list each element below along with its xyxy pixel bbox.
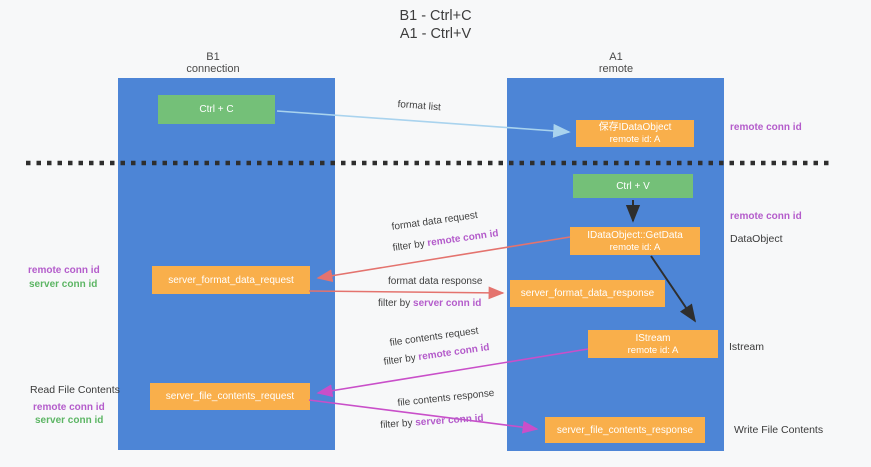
box-ctrl-v: Ctrl + V (573, 174, 693, 198)
title-line-2: A1 - Ctrl+V (399, 26, 472, 42)
label-server-conn-id-left-1: server conn id (29, 279, 98, 290)
box-server-file-contents-response: server_file_contents_response (545, 417, 705, 443)
label-dataobject: DataObject (730, 233, 783, 245)
label-format-data-response: format data response (388, 276, 483, 287)
box-idataobject-getdata: IDataObject::GetData remote id: A (570, 227, 700, 255)
label-format-list: format list (397, 99, 442, 114)
box-ctrl-c: Ctrl + C (158, 95, 275, 124)
label-remote-conn-id-right-1: remote conn id (730, 122, 802, 133)
arrow-format-data-response (308, 286, 505, 300)
column-header-b1: B1 connection (153, 51, 273, 75)
column-a1-name: A1 (609, 51, 623, 63)
box-getdata-line2: remote id: A (609, 241, 661, 253)
box-getdata-line1: IDataObject::GetData (587, 229, 683, 241)
label-read-file-contents: Read File Contents (30, 384, 120, 396)
box-istream: IStream remote id: A (588, 330, 718, 358)
label-filter-server-conn-id-1: filter by server conn id (378, 298, 482, 309)
box-server-file-contents-response-label: server_file_contents_response (556, 424, 694, 436)
box-server-format-data-request: server_format_data_request (152, 266, 310, 294)
box-save-idataobject-line2: remote id: A (609, 134, 661, 145)
label-remote-conn-id-right-2: remote conn id (730, 211, 802, 222)
label-server-conn-id-left-2: server conn id (35, 415, 104, 426)
title-line-1: B1 - Ctrl+C (399, 8, 472, 24)
diagram-title: B1 - Ctrl+C A1 - Ctrl+V (0, 7, 871, 43)
label-remote-conn-id-left-1: remote conn id (28, 265, 100, 276)
label-write-file-contents: Write File Contents (734, 424, 824, 436)
box-server-file-contents-request-label: server_file_contents_request (165, 391, 295, 402)
box-ctrl-v-label: Ctrl + V (616, 180, 650, 192)
box-server-format-data-response-label: server_format_data_response (520, 288, 655, 299)
label-filter-remote-conn-id-1: filter by remote conn id (392, 228, 500, 254)
label-remote-conn-id-left-2: remote conn id (33, 402, 105, 413)
box-save-idataobject-line1: 保存IDataObject (598, 122, 672, 133)
box-server-format-data-request-label: server_format_data_request (168, 274, 294, 286)
column-b1-role: connection (186, 63, 240, 75)
box-ctrl-c-label: Ctrl + C (199, 104, 234, 115)
column-b1-name: B1 (206, 51, 220, 63)
column-a1-role: remote (598, 63, 634, 75)
box-server-file-contents-request: server_file_contents_request (150, 383, 310, 410)
label-file-contents-response: file contents response (397, 387, 495, 409)
label-istream: Istream (729, 341, 765, 353)
box-server-format-data-response: server_format_data_response (510, 280, 665, 307)
box-istream-line2: remote id: A (627, 344, 679, 356)
label-filter-server-conn-id-2: filter by server conn id (380, 412, 484, 431)
label-format-data-request: format data request (391, 209, 479, 233)
column-header-a1: A1 remote (556, 51, 676, 75)
box-save-idataobject: 保存IDataObject remote id: A (576, 120, 694, 147)
box-istream-line1: IStream (635, 332, 671, 344)
